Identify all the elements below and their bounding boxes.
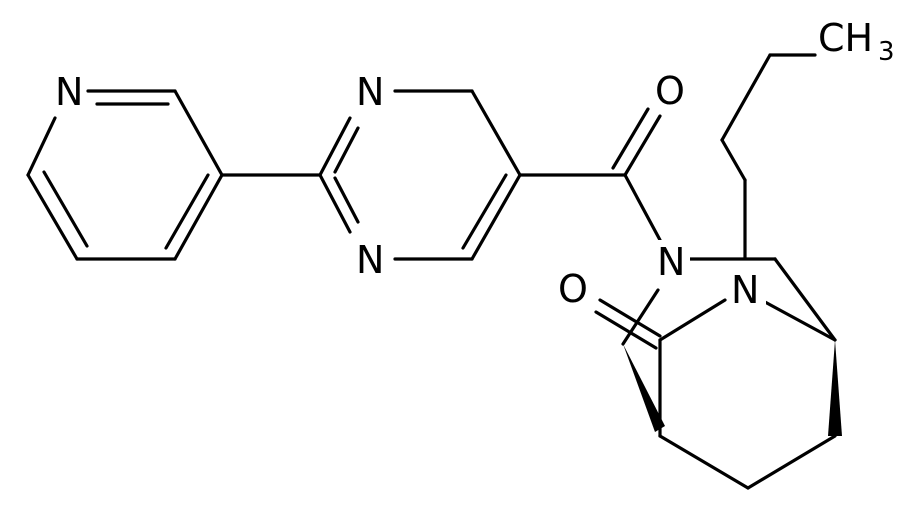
- atom-n-bridge: N: [728, 268, 766, 312]
- atom-label: N: [356, 238, 384, 282]
- atom-label: N: [356, 70, 384, 114]
- wedge-bond: [623, 344, 665, 432]
- atom-n-pyridine: N: [52, 70, 86, 114]
- bond: [173, 173, 224, 261]
- bond: [623, 173, 662, 242]
- atom-label: O: [558, 267, 588, 311]
- atom-label: O: [655, 69, 685, 113]
- bond: [318, 116, 352, 177]
- bond: [42, 170, 89, 248]
- bond: [333, 126, 360, 174]
- pyrimidine-ring: [318, 89, 522, 261]
- bond: [611, 107, 650, 170]
- atom-o-lactam: O: [556, 266, 596, 311]
- bond: [746, 434, 837, 490]
- bond: [621, 288, 660, 346]
- bond: [26, 116, 57, 177]
- bond: [658, 434, 750, 490]
- bond: [658, 298, 727, 342]
- atom-label: CH: [818, 16, 873, 60]
- bond: [594, 310, 658, 350]
- bond: [773, 257, 837, 342]
- atom-ch3: CH 3: [818, 16, 895, 67]
- bond: [26, 173, 79, 261]
- bond: [720, 138, 747, 182]
- bond: [470, 89, 522, 177]
- atom-subscript: 3: [878, 37, 895, 67]
- atom-label: N: [731, 268, 759, 312]
- bond: [623, 114, 662, 177]
- bond: [461, 173, 508, 250]
- pyridine-ring: [26, 89, 224, 261]
- atom-n-pyrimidine-top: N: [353, 70, 391, 114]
- atom-n-pyrimidine-bottom: N: [353, 238, 391, 282]
- atom-label: N: [657, 240, 685, 284]
- bond: [763, 300, 837, 342]
- bond: [173, 89, 224, 177]
- atom-o-amide: O: [654, 68, 694, 113]
- atom-label: N: [55, 70, 83, 114]
- atom-n-amide: N: [656, 240, 690, 284]
- bond: [164, 173, 210, 250]
- bond: [318, 173, 352, 234]
- bond: [470, 173, 522, 261]
- bond: [333, 176, 360, 224]
- bond: [720, 53, 772, 142]
- bond: [598, 298, 662, 338]
- wedge-bond: [828, 340, 842, 436]
